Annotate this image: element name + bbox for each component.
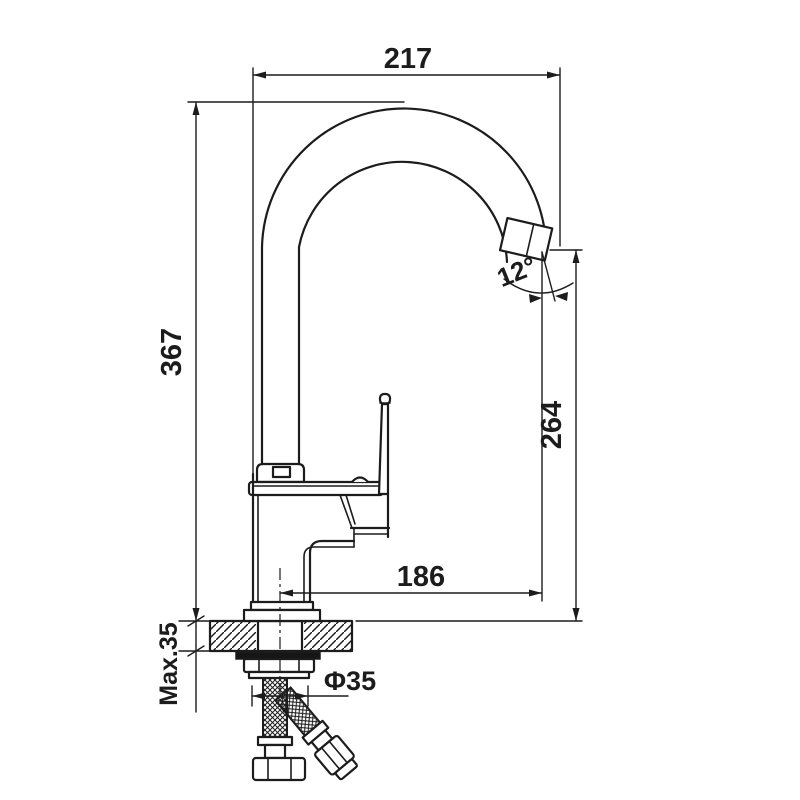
dim-367-label: 367: [156, 328, 188, 376]
dim-max35-label: Max.35: [155, 622, 183, 705]
dim-186-label: 186: [397, 561, 445, 593]
countertop-hatch-left: [210, 621, 256, 651]
aerator-divider: [525, 223, 535, 258]
mounting-ring: [247, 670, 311, 680]
supply-hose-vertical: [251, 677, 307, 782]
angled-nut-facet: [328, 740, 349, 764]
dim-phi35-arrow-right: [295, 692, 308, 700]
mounting-locknut: [242, 657, 316, 674]
vertical-hose-braid: [262, 677, 288, 738]
dim-264-label: 264: [536, 401, 568, 449]
angled-hose-end-cap: [334, 758, 358, 781]
spout-collar-notch: [271, 465, 292, 479]
dim-367: 367: [156, 101, 405, 713]
dim-12-arrow-right: [555, 292, 568, 301]
vertical-hose-collar: [256, 735, 294, 747]
dim-367-arrow-bottom: [192, 608, 200, 621]
dim-max35: Max.35: [155, 615, 213, 706]
dim-12-arrow-left: [529, 294, 542, 303]
column-right-outer-elbow: [308, 539, 356, 614]
dim-264: 264: [355, 249, 583, 622]
dim-217-arrow-left: [253, 71, 266, 79]
countertop-section: [208, 619, 354, 653]
vertical-hose-nut: [251, 756, 307, 782]
aerator: [498, 216, 554, 262]
spout-outer-curve: [260, 107, 548, 468]
dim-186-arrow-right: [529, 589, 542, 597]
dim-264-arrow-top: [572, 250, 580, 263]
column-right-inner-elbow: [303, 546, 355, 613]
vertical-hose-tube: [263, 743, 287, 760]
dim-phi35: Φ35: [251, 666, 376, 707]
spout-inner-curve: [297, 160, 509, 468]
aerator-block: [498, 216, 554, 262]
dim-12-arc: [503, 278, 574, 294]
supply-hose-angled: [273, 686, 358, 781]
dim-217: 217: [252, 43, 561, 475]
dim-264-arrow-bottom: [572, 608, 580, 621]
countertop-hatch-right: [304, 621, 352, 651]
body-top-plate: [247, 480, 385, 497]
base-flange: [242, 608, 322, 623]
lever-arm: [377, 402, 390, 496]
angled-nut-facet: [320, 746, 341, 771]
dim-max35-tick-bottom: [187, 645, 205, 657]
mounting-hardware: [235, 616, 321, 680]
handle-lever: [339, 392, 392, 548]
dim-217-label: 217: [384, 43, 432, 75]
dim-186-arrow-left: [280, 589, 293, 597]
plate-dome: [351, 476, 369, 483]
faucet-body: [242, 107, 554, 623]
dim-186: 186: [279, 251, 543, 602]
cartridge-housing-diagonal: [339, 494, 353, 529]
dim-phi35-label: Φ35: [324, 666, 376, 696]
lever-cap: [378, 392, 392, 406]
dim-max35-tick-top: [187, 615, 205, 627]
dim-217-arrow-right: [547, 71, 560, 79]
base-step: [249, 600, 315, 612]
dim-phi35-arrow-left: [252, 692, 265, 700]
dim-12-tilted-line: [541, 251, 556, 302]
cartridge-housing-diagonal2: [345, 494, 356, 525]
dim-367-arrow-top: [192, 102, 200, 115]
